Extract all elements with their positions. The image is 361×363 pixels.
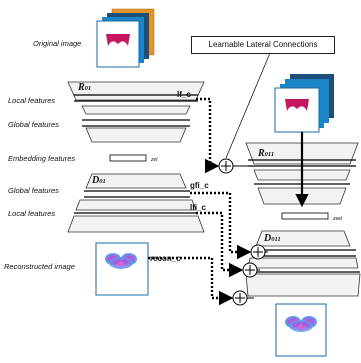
label-reconstructed-image: Reconstructed image (4, 262, 75, 271)
d011-block (245, 230, 361, 297)
z-label-left: zel (151, 157, 158, 163)
embedding-bar-left (109, 154, 147, 162)
d01-label: D01 (92, 175, 106, 186)
d01-block (67, 173, 205, 233)
d011-label: D011 (264, 233, 281, 244)
z-label-right: zeel (333, 216, 343, 222)
label-global-features: Global features (8, 120, 59, 129)
r01-block (67, 81, 205, 143)
lateral-connections (148, 97, 252, 306)
r011-label: R011 (258, 148, 275, 159)
callout-learnable-lateral-connections: Learnable Lateral Connections (191, 36, 335, 54)
label-global-features-2: Global features (8, 186, 59, 195)
original-image-stack (96, 8, 155, 68)
right-reconstructed-image (275, 303, 327, 357)
tag-lf-c: lf_c (177, 90, 191, 99)
label-original-image: Original image (33, 39, 82, 48)
plus-connectors (233, 165, 268, 299)
embedding-bar-right (281, 212, 329, 220)
r01-label: R01 (78, 82, 92, 93)
tag-lfi-c: lfi_c (190, 203, 207, 212)
reconstructed-image (95, 242, 149, 296)
tag-recon-c: recon_c (150, 254, 181, 263)
label-local-features-2: Local features (8, 209, 56, 218)
right-image-stack (274, 74, 334, 133)
pink-shape (106, 34, 130, 46)
tag-gfi-c: gfi_c (190, 181, 209, 190)
label-embedding-features: Embedding features (8, 154, 76, 163)
callout-leader (225, 52, 271, 159)
label-local-features: Local features (8, 96, 56, 105)
